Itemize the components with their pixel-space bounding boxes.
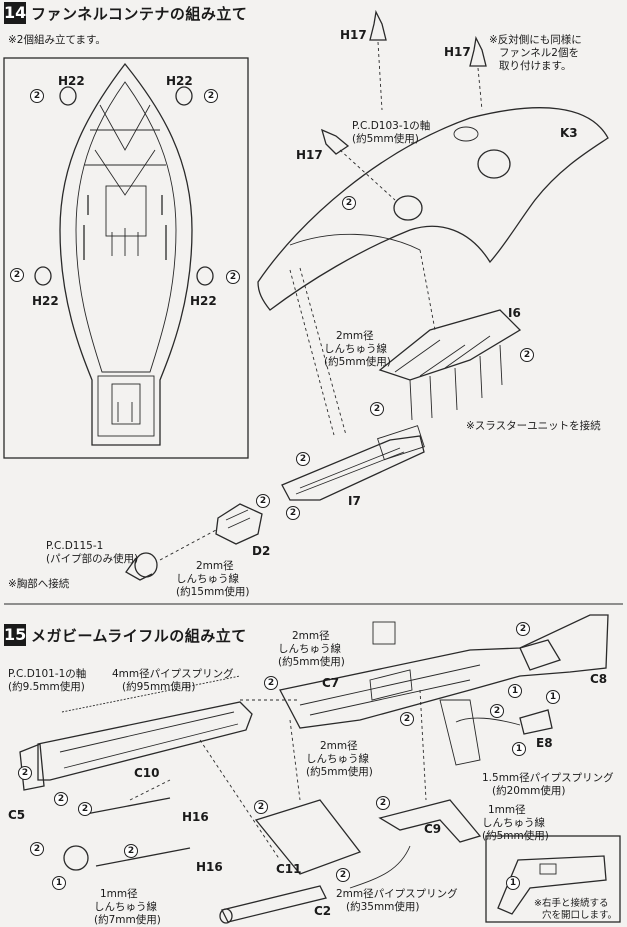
i7-arm-drawing bbox=[281, 425, 425, 501]
note-wire-2mm-5mm-top: 2mm径 しんちゅう線 (約5mm使用) bbox=[278, 630, 345, 668]
i6-thruster-drawing bbox=[378, 309, 522, 421]
h17-funnel-drawings bbox=[320, 9, 487, 201]
step-15-title: メガビームライフルの組み立て bbox=[31, 627, 247, 645]
count-mark: 2 bbox=[400, 712, 414, 726]
label-h22-top-right: H22 bbox=[166, 74, 193, 88]
count-mark: 2 bbox=[30, 842, 44, 856]
count-mark: 2 bbox=[520, 348, 534, 362]
note-thruster-connect: ※スラスターユニットを接続 bbox=[466, 420, 601, 432]
count-mark: 2 bbox=[286, 506, 300, 520]
label-c2: C2 bbox=[314, 904, 332, 918]
count-mark: 1 bbox=[512, 742, 526, 756]
count-mark: 1 bbox=[546, 690, 560, 704]
step-15-number: 15 bbox=[4, 624, 27, 646]
count-mark: 1 bbox=[506, 876, 520, 890]
count-mark: 2 bbox=[54, 792, 68, 806]
label-c5: C5 bbox=[8, 808, 26, 822]
label-d2: D2 bbox=[252, 544, 271, 558]
label-c7: C7 bbox=[322, 676, 340, 690]
note-pcd101: P.C.D101-1の軸 (約9.5mm使用) bbox=[8, 668, 87, 693]
note-pcd103: P.C.D103-1の軸 (約5mm使用) bbox=[352, 120, 431, 145]
label-e8: E8 bbox=[536, 736, 553, 750]
funnel-container-drawing bbox=[59, 62, 193, 446]
count-mark: 1 bbox=[508, 684, 522, 698]
label-h22-top-left: H22 bbox=[58, 74, 85, 88]
label-h16-top: H16 bbox=[182, 810, 209, 824]
count-mark: 2 bbox=[18, 766, 32, 780]
count-mark: 2 bbox=[490, 704, 504, 718]
step-14-note-two-sets: ※2個組み立てます。 bbox=[8, 34, 106, 46]
count-mark: 2 bbox=[376, 796, 390, 810]
label-c11: C11 bbox=[276, 862, 302, 876]
note-wire-2mm-5mm: 2mm径 しんちゅう線 (約5mm使用) bbox=[324, 330, 391, 368]
note-right-hand-hole: ※右手と接続する 穴を開口します。 bbox=[534, 898, 618, 921]
label-h22-bottom-right: H22 bbox=[190, 294, 217, 308]
count-mark: 2 bbox=[336, 868, 350, 882]
note-wire-1mm-7mm: 1mm径 しんちゅう線 (約7mm使用) bbox=[94, 888, 161, 926]
count-mark: 1 bbox=[52, 876, 66, 890]
note-pcd115: P.C.D115-1 (パイプ部のみ使用) bbox=[46, 540, 139, 565]
count-mark: 2 bbox=[256, 494, 270, 508]
count-mark: 2 bbox=[264, 676, 278, 690]
count-mark: 2 bbox=[78, 802, 92, 816]
step-14-title: ファンネルコンテナの組み立て bbox=[31, 5, 248, 23]
d2-joint-drawing bbox=[125, 503, 263, 581]
note-wire-2mm-5mm-mid: 2mm径 しんちゅう線 (約5mm使用) bbox=[306, 740, 373, 778]
mega-beam-rifle-drawing bbox=[19, 614, 609, 924]
label-h16-bottom: H16 bbox=[196, 860, 223, 874]
label-h17-top: H17 bbox=[340, 28, 367, 42]
label-c8: C8 bbox=[590, 672, 608, 686]
note-wire-2mm-15mm: 2mm径 しんちゅう線 (約15mm使用) bbox=[176, 560, 250, 598]
note-chest-connect: ※胸部へ接続 bbox=[8, 578, 70, 590]
count-mark: 2 bbox=[30, 89, 44, 103]
label-h22-bottom-left: H22 bbox=[32, 294, 59, 308]
count-mark: 2 bbox=[516, 622, 530, 636]
label-c9: C9 bbox=[424, 822, 442, 836]
k3-fin-drawing bbox=[257, 107, 609, 436]
count-mark: 2 bbox=[254, 800, 268, 814]
label-i7: I7 bbox=[348, 494, 361, 508]
count-mark: 2 bbox=[124, 844, 138, 858]
label-i6: I6 bbox=[508, 306, 521, 320]
note-pipe-2mm-35mm: 2mm径パイプスプリング (約35mm使用) bbox=[336, 888, 458, 913]
count-mark: 2 bbox=[10, 268, 24, 282]
label-h17-right: H17 bbox=[444, 45, 471, 59]
count-mark: 2 bbox=[296, 452, 310, 466]
step-14-note-opposite: ※反対側にも同様に ファンネル2個を 取り付けます。 bbox=[489, 34, 582, 72]
count-mark: 2 bbox=[370, 402, 384, 416]
label-c10: C10 bbox=[134, 766, 160, 780]
label-k3: K3 bbox=[560, 126, 578, 140]
note-pipe-4mm: 4mm径パイプスプリング (約95mm使用) bbox=[112, 668, 234, 693]
note-pipe-1-5mm: 1.5mm径パイプスプリング (約20mm使用) bbox=[482, 772, 614, 797]
step-14-number: 14 bbox=[4, 2, 27, 24]
note-wire-1mm-5mm: 1mm径 しんちゅう線 (約5mm使用) bbox=[482, 804, 549, 842]
h22-nozzle-drawings bbox=[34, 86, 214, 286]
count-mark: 2 bbox=[342, 196, 356, 210]
count-mark: 2 bbox=[226, 270, 240, 284]
label-h17-left: H17 bbox=[296, 148, 323, 162]
count-mark: 2 bbox=[204, 89, 218, 103]
